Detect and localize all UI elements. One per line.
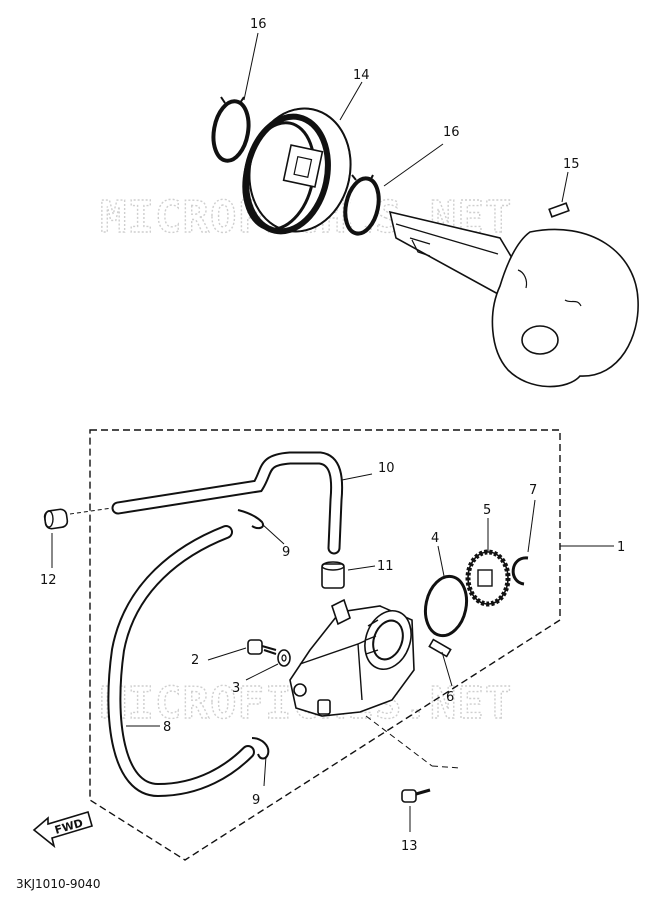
callout-4: 4 bbox=[431, 531, 439, 546]
fwd-arrow-icon: FWD bbox=[32, 811, 93, 849]
pin-15[interactable] bbox=[548, 202, 570, 218]
assembly-boundary bbox=[89, 429, 561, 861]
callout-9-lower: 9 bbox=[252, 793, 260, 808]
callout-15: 15 bbox=[563, 157, 580, 172]
clamp-9-lower[interactable] bbox=[251, 737, 270, 760]
callout-9-upper: 9 bbox=[282, 545, 290, 560]
callout-10: 10 bbox=[378, 461, 395, 476]
diagram-code: 3KJ1010-9040 bbox=[16, 877, 100, 891]
hose-8[interactable] bbox=[107, 525, 255, 798]
circlip-7[interactable] bbox=[511, 556, 529, 586]
callout-2: 2 bbox=[191, 653, 199, 668]
callout-3: 3 bbox=[232, 681, 240, 696]
o-ring-4[interactable] bbox=[420, 572, 472, 639]
fitting-11[interactable] bbox=[321, 561, 345, 589]
washer-3[interactable] bbox=[277, 649, 291, 667]
callout-7: 7 bbox=[529, 483, 537, 498]
callout-8: 8 bbox=[163, 720, 171, 735]
callout-16a: 16 bbox=[250, 17, 267, 32]
clamp-9-upper[interactable] bbox=[237, 509, 264, 530]
gear-5[interactable] bbox=[465, 549, 511, 607]
callout-1: 1 bbox=[617, 540, 625, 555]
callout-12: 12 bbox=[40, 573, 57, 588]
fwd-label: FWD bbox=[53, 816, 84, 836]
circlip-16-left[interactable] bbox=[209, 96, 253, 163]
callout-13: 13 bbox=[401, 839, 418, 854]
callout-6: 6 bbox=[446, 690, 454, 705]
cap-12[interactable] bbox=[43, 508, 69, 530]
crankshaft bbox=[388, 210, 639, 388]
pin-6[interactable] bbox=[428, 638, 452, 658]
pulley-14[interactable] bbox=[235, 99, 362, 241]
screw-2[interactable] bbox=[247, 639, 277, 655]
callout-14: 14 bbox=[353, 68, 370, 83]
oil-pump-1[interactable] bbox=[289, 598, 419, 717]
callout-11: 11 bbox=[377, 559, 394, 574]
circlip-16-right[interactable] bbox=[341, 174, 384, 237]
hose-10[interactable] bbox=[111, 451, 344, 555]
bolt-13[interactable] bbox=[401, 788, 431, 803]
callout-5: 5 bbox=[483, 503, 491, 518]
callout-16b: 16 bbox=[443, 125, 460, 140]
